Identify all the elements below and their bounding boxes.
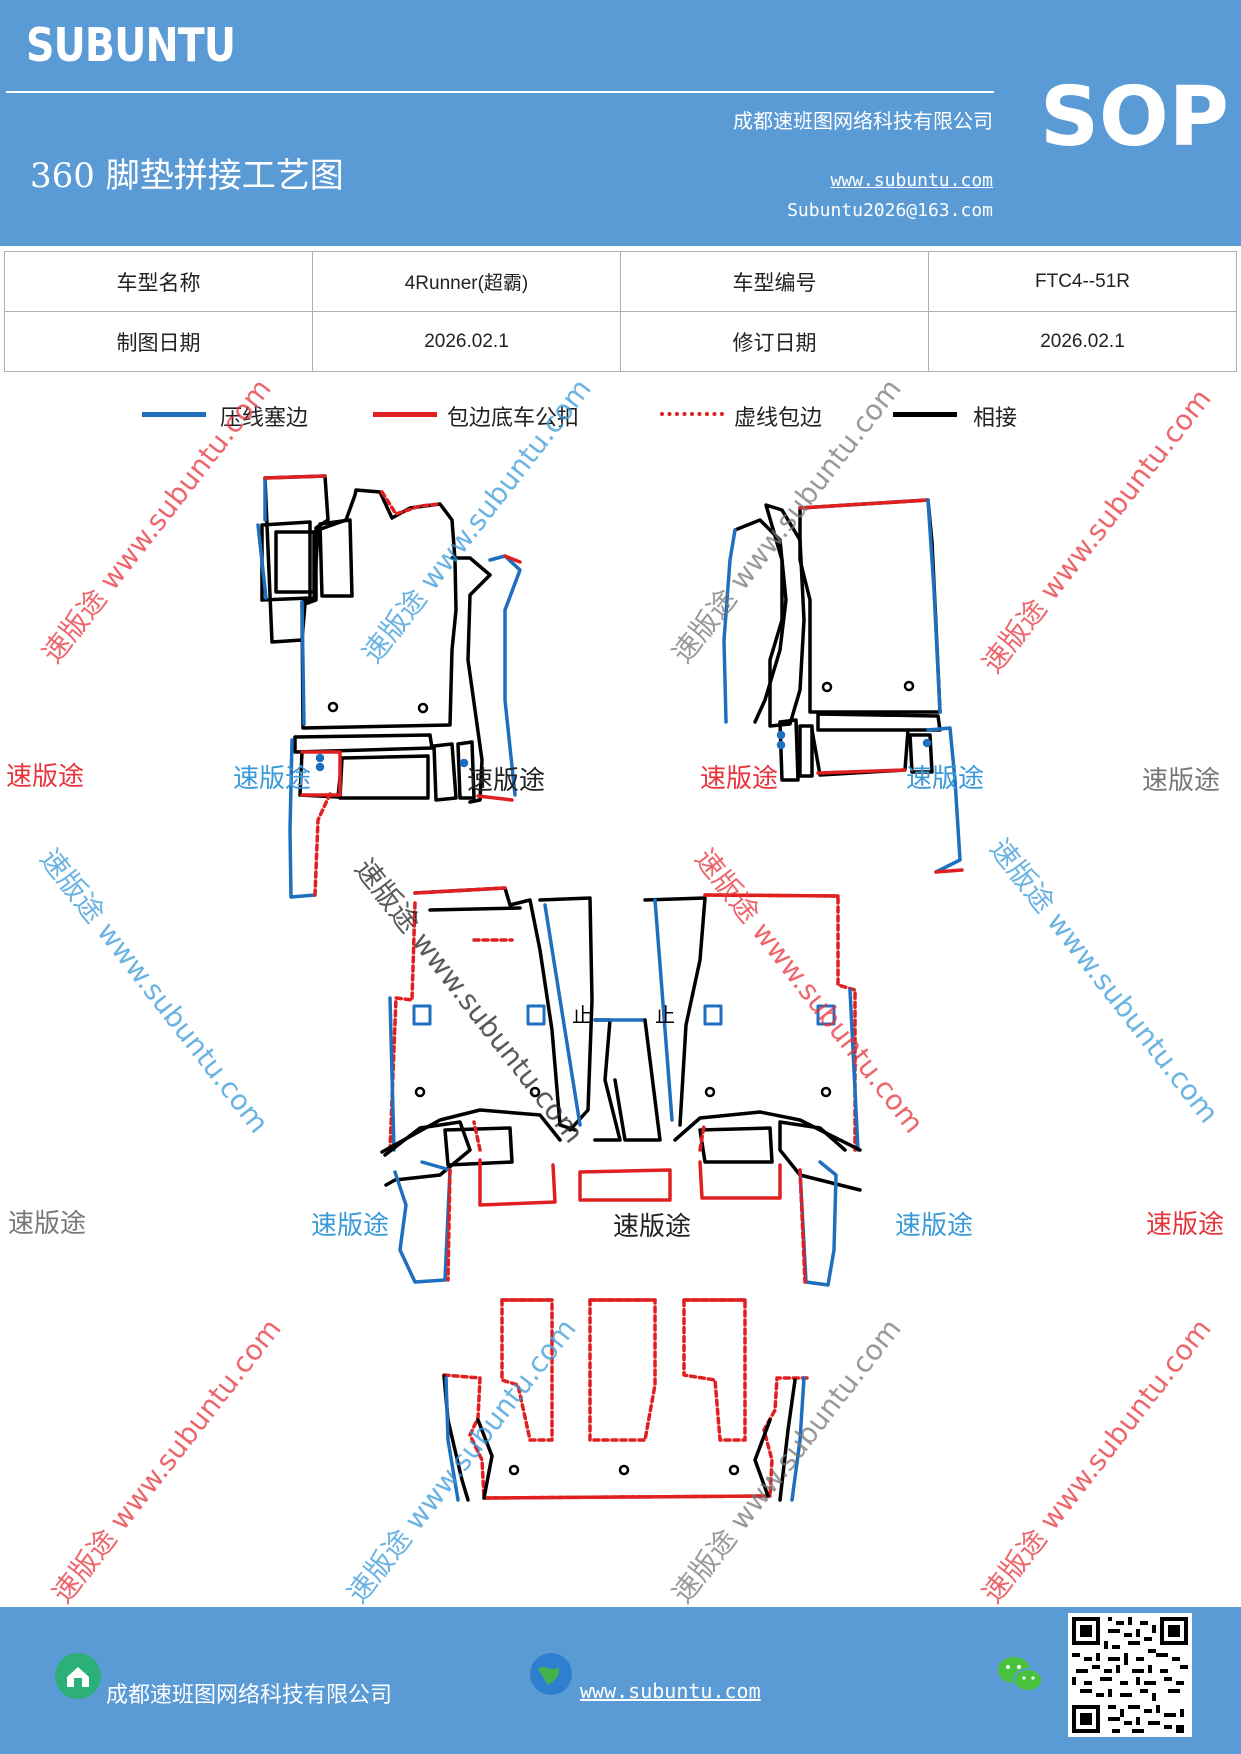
front-right-mat bbox=[722, 498, 964, 874]
qr-code[interactable] bbox=[1068, 1613, 1192, 1737]
legend-swatch bbox=[373, 412, 437, 417]
footer-website-link[interactable]: www.subuntu.com bbox=[580, 1679, 761, 1703]
legend-label: 相接 bbox=[973, 406, 1018, 431]
floor-mat-diagram: 止 止 bbox=[256, 474, 964, 1502]
table-row: 车型名称 4Runner(超霸) 车型编号 FTC4--51R bbox=[4, 251, 1237, 312]
revision-date-label: 修订日期 bbox=[620, 311, 929, 372]
footer-banner: 成都速班图网络科技有限公司 www.subuntu.com bbox=[0, 1607, 1241, 1754]
legend: 压线塞边 包边底车公扣 虚线包边 相接 bbox=[0, 400, 1241, 440]
legend-swatch bbox=[142, 412, 206, 417]
legend-label: 压线塞边 bbox=[220, 406, 309, 431]
model-code-value: FTC4--51R bbox=[928, 251, 1237, 312]
third-row-mat bbox=[442, 1298, 809, 1502]
wechat-icon[interactable] bbox=[996, 1653, 1044, 1697]
vehicle-info-table: 车型名称 4Runner(超霸) 车型编号 FTC4--51R 制图日期 202… bbox=[4, 251, 1237, 372]
company-name: 成都速班图网络科技有限公司 bbox=[733, 109, 993, 133]
document-title: 360 脚垫拼接工艺图 bbox=[30, 156, 344, 196]
draw-date-label: 制图日期 bbox=[4, 311, 313, 372]
draw-date-value: 2026.02.1 bbox=[312, 311, 621, 372]
model-code-label: 车型编号 bbox=[620, 251, 929, 312]
legend-swatch bbox=[893, 412, 957, 417]
model-name-value: 4Runner(超霸) bbox=[312, 251, 621, 312]
stop-label: 止 bbox=[572, 1003, 592, 1027]
header-divider bbox=[6, 91, 994, 93]
website-link[interactable]: www.subuntu.com bbox=[830, 170, 993, 191]
second-row-mat bbox=[380, 886, 862, 1287]
model-name-label: 车型名称 bbox=[4, 251, 313, 312]
globe-icon bbox=[528, 1651, 574, 1697]
legend-swatch bbox=[660, 412, 724, 416]
sop-badge: SOP bbox=[1040, 70, 1229, 165]
stop-label: 止 bbox=[655, 1003, 675, 1027]
legend-label: 虚线包边 bbox=[734, 406, 823, 431]
footer-company-name: 成都速班图网络科技有限公司 bbox=[106, 1683, 393, 1708]
revision-date-value: 2026.02.1 bbox=[928, 311, 1237, 372]
header-banner: SUBUNTU 成都速班图网络科技有限公司 360 脚垫拼接工艺图 www.su… bbox=[0, 0, 1241, 246]
home-icon bbox=[55, 1653, 101, 1699]
brand-logo: SUBUNTU bbox=[26, 18, 236, 72]
front-left-mat bbox=[256, 474, 522, 899]
legend-label: 包边底车公扣 bbox=[447, 406, 580, 431]
email-address: Subuntu2026@163.com bbox=[787, 200, 993, 221]
table-row: 制图日期 2026.02.1 修订日期 2026.02.1 bbox=[4, 311, 1237, 372]
